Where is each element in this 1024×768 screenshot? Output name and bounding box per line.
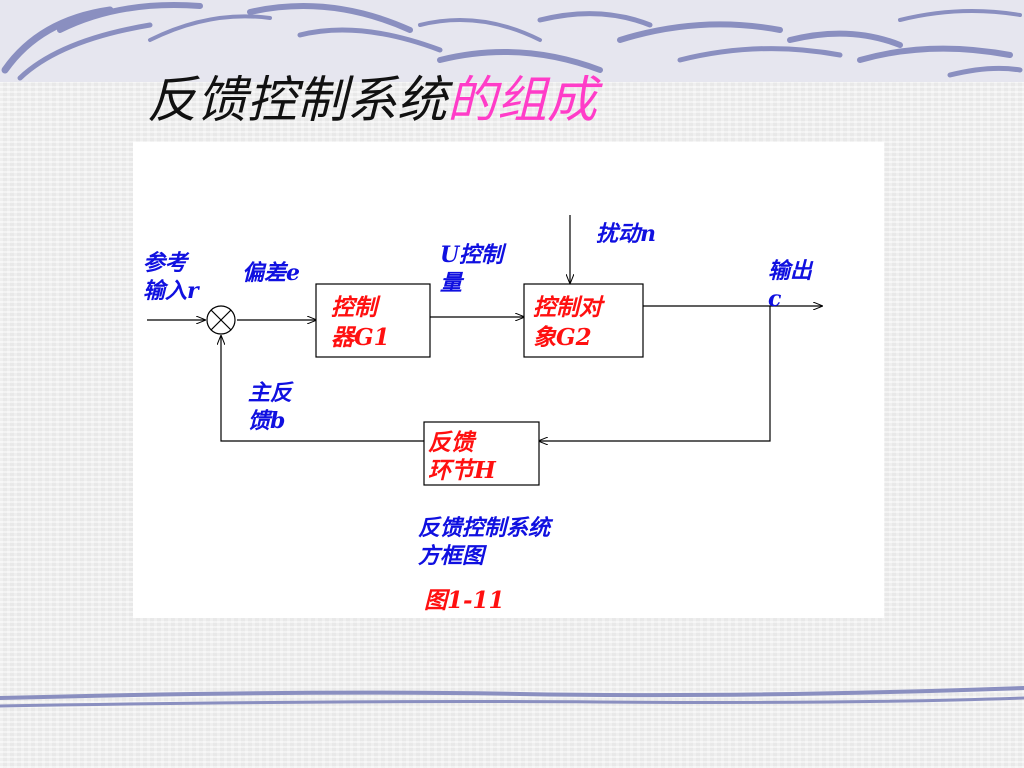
feedback-block bbox=[423, 421, 540, 486]
controller-label-line1: 控制 bbox=[331, 294, 381, 321]
swirl-stroke bbox=[418, 18, 542, 42]
feedback-return-line bbox=[539, 306, 771, 441]
swirl-stroke bbox=[57, 2, 203, 33]
swirl-stroke bbox=[148, 14, 272, 42]
controller-label-line2: 器G1 bbox=[331, 324, 390, 351]
bottom-rule bbox=[0, 696, 1024, 708]
reference-input-label-line1: 参考 bbox=[143, 250, 190, 276]
feedback-label-line2: 环节H bbox=[428, 457, 497, 484]
bottom-rule bbox=[0, 686, 1024, 700]
summing-junction bbox=[206, 305, 236, 335]
controller-block bbox=[315, 283, 431, 358]
swirl-stroke bbox=[1, 6, 114, 74]
feedback-to-sum-line bbox=[221, 336, 424, 442]
caption-line2: 方框图 bbox=[418, 543, 488, 569]
error-label: 偏差e bbox=[242, 260, 300, 286]
feedback-label-line1: 反馈 bbox=[428, 429, 477, 456]
control-quantity-label-line2: 量 bbox=[440, 270, 465, 296]
swirl-stroke bbox=[787, 30, 903, 48]
title-part-pink: 的组成 bbox=[447, 71, 597, 129]
swirl-stroke bbox=[437, 49, 603, 73]
output-label-line2: c bbox=[768, 286, 782, 312]
caption-line1: 反馈控制系统 bbox=[418, 515, 554, 541]
diagram-panel bbox=[133, 142, 884, 618]
swirl-stroke bbox=[297, 27, 443, 53]
main-feedback-label-line1: 主反 bbox=[248, 380, 294, 406]
reference-input-label-line2: 输入r bbox=[143, 278, 200, 304]
swirl-stroke bbox=[17, 22, 153, 81]
plant-block bbox=[523, 283, 644, 358]
swirl-stroke bbox=[677, 46, 843, 63]
swirl-stroke bbox=[537, 11, 653, 28]
title-part-black: 反馈控制系统 bbox=[147, 71, 447, 129]
swirl-stroke bbox=[857, 45, 1013, 63]
control-quantity-label-line1: U控制 bbox=[440, 242, 507, 268]
swirl-stroke bbox=[247, 3, 413, 33]
swirl-stroke bbox=[617, 21, 783, 43]
slide-title: 反馈控制系统的组成 bbox=[147, 70, 597, 130]
swirl-stroke bbox=[898, 9, 1022, 22]
main-feedback-label-line2: 馈b bbox=[248, 408, 285, 434]
plant-label-line1: 控制对 bbox=[533, 294, 606, 321]
figure-number: 图1-11 bbox=[424, 587, 505, 614]
top-decoration-band bbox=[0, 0, 1024, 82]
disturbance-label: 扰动n bbox=[596, 221, 656, 247]
output-label-line1: 输出 bbox=[768, 258, 814, 284]
plant-label-line2: 象G2 bbox=[533, 324, 592, 351]
swirl-stroke bbox=[947, 65, 1023, 78]
